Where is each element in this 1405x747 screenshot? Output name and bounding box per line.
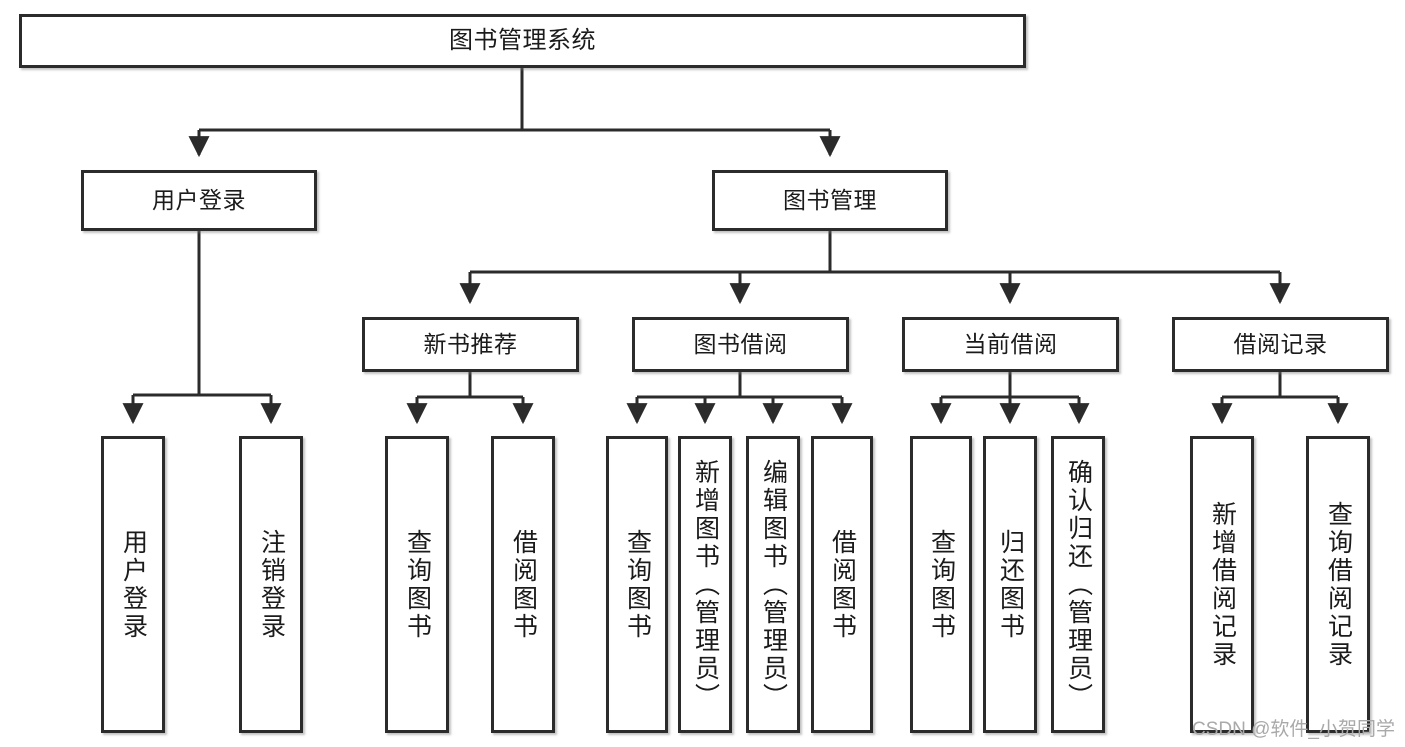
node-label: 新增借阅记录 (1208, 500, 1237, 669)
node-label: 图书管理系统 (449, 27, 596, 55)
node-label: 编辑图书（管理员） (759, 458, 788, 711)
leaf-query-book-recommend[interactable]: 查询图书 (385, 436, 449, 733)
leaf-query-book-borrow[interactable]: 查询图书 (606, 436, 668, 733)
node-current-borrow[interactable]: 当前借阅 (902, 317, 1119, 372)
node-label: 借阅图书 (828, 528, 857, 641)
node-label: 查询借阅记录 (1324, 500, 1353, 669)
node-label: 归还图书 (996, 528, 1025, 641)
node-label: 注销登录 (257, 528, 286, 641)
node-borrow-record[interactable]: 借阅记录 (1172, 317, 1389, 372)
node-label: 查询图书 (623, 528, 652, 641)
leaf-query-book-current[interactable]: 查询图书 (910, 436, 972, 733)
node-label: 借阅记录 (1233, 331, 1328, 358)
node-label: 用户登录 (152, 187, 246, 214)
leaf-confirm-return-admin[interactable]: 确认归还（管理员） (1051, 436, 1105, 733)
node-user-login[interactable]: 用户登录 (81, 170, 317, 231)
leaf-borrow-book-borrow[interactable]: 借阅图书 (811, 436, 873, 733)
node-label: 新增图书（管理员） (691, 458, 720, 711)
node-label: 借阅图书 (509, 528, 538, 641)
node-label: 图书管理 (783, 187, 877, 214)
node-label: 确认归还（管理员） (1064, 458, 1093, 711)
leaf-user-login[interactable]: 用户登录 (101, 436, 165, 733)
node-root-system[interactable]: 图书管理系统 (19, 14, 1026, 68)
node-book-management[interactable]: 图书管理 (712, 170, 948, 231)
node-label: 用户登录 (119, 528, 148, 641)
leaf-edit-book-admin[interactable]: 编辑图书（管理员） (746, 436, 800, 733)
node-label: 图书借阅 (693, 331, 788, 358)
leaf-logout-login[interactable]: 注销登录 (239, 436, 303, 733)
node-label: 新书推荐 (423, 331, 518, 358)
leaf-query-borrow-record[interactable]: 查询借阅记录 (1306, 436, 1370, 733)
node-label: 查询图书 (403, 528, 432, 641)
leaf-return-book[interactable]: 归还图书 (983, 436, 1037, 733)
node-label: 查询图书 (927, 528, 956, 641)
leaf-add-book-admin[interactable]: 新增图书（管理员） (678, 436, 732, 733)
csdn-watermark: CSDN @软件_小贺同学 (1192, 719, 1395, 740)
node-label: 当前借阅 (963, 331, 1058, 358)
leaf-borrow-book-recommend[interactable]: 借阅图书 (491, 436, 555, 733)
leaf-add-borrow-record[interactable]: 新增借阅记录 (1190, 436, 1254, 733)
node-book-borrow[interactable]: 图书借阅 (632, 317, 849, 372)
node-new-book-recommend[interactable]: 新书推荐 (362, 317, 579, 372)
